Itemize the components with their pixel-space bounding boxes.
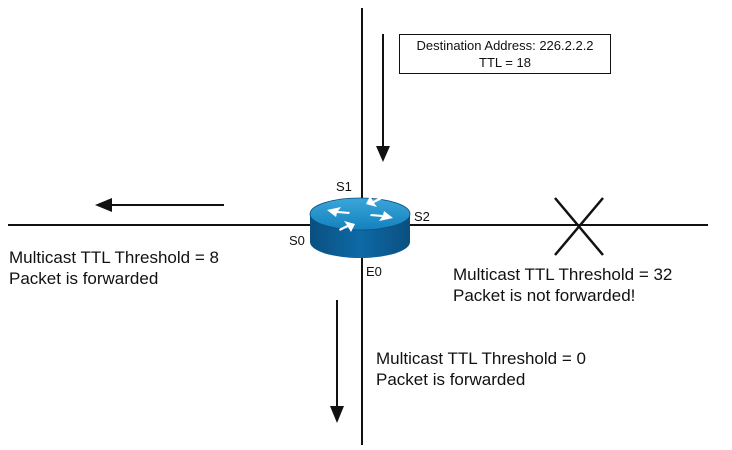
router-icon — [309, 196, 411, 258]
interface-label-s1: S1 — [336, 179, 352, 194]
ttl-value-text: TTL = 18 — [479, 55, 531, 70]
s2-threshold-text: Multicast TTL Threshold = 32 — [453, 265, 673, 284]
e0-status-text: Packet is forwarded — [376, 370, 526, 389]
interface-label-s0: S0 — [289, 233, 305, 248]
blocked-x-icon — [554, 197, 604, 256]
interface-label-e0: E0 — [366, 264, 382, 279]
e0-forward-arrow — [330, 300, 344, 423]
packet-header-box: Destination Address: 226.2.2.2 TTL = 18 — [399, 34, 611, 74]
s2-outcome: Multicast TTL Threshold = 32 Packet is n… — [453, 264, 672, 306]
e0-outcome: Multicast TTL Threshold = 0 Packet is fo… — [376, 348, 586, 390]
s0-threshold-text: Multicast TTL Threshold = 8 — [9, 248, 219, 267]
s0-forward-arrow — [95, 198, 224, 212]
e0-threshold-text: Multicast TTL Threshold = 0 — [376, 349, 586, 368]
s2-status-text: Packet is not forwarded! — [453, 286, 636, 305]
incoming-arrow — [376, 34, 390, 162]
destination-address-text: Destination Address: 226.2.2.2 — [416, 38, 594, 53]
s0-status-text: Packet is forwarded — [9, 269, 159, 288]
interface-label-s2: S2 — [414, 209, 430, 224]
s0-outcome: Multicast TTL Threshold = 8 Packet is fo… — [9, 247, 219, 289]
